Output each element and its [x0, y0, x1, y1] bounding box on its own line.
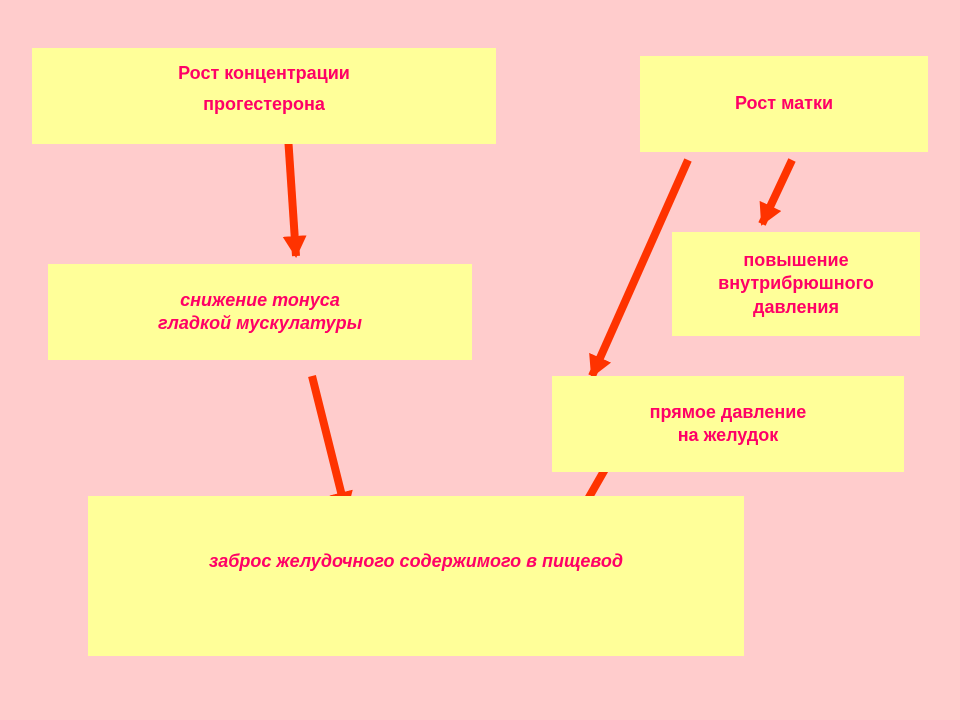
abdominal-pressure-box: повышение внутрибрюшного давления: [672, 232, 920, 336]
smooth-muscle-label: снижение тонуса гладкой мускулатуры: [158, 289, 362, 333]
reflux-label: заброс желудочного содержимого в пищевод: [209, 551, 623, 571]
reflux-box: заброс желудочного содержимого в пищевод: [88, 496, 744, 656]
arrow-uterus-to-direct-pressure: [588, 158, 692, 378]
direct-pressure-label: прямое давление на желудок: [649, 401, 807, 445]
progesterone-label: Рост концентрации прогестерона: [178, 63, 350, 114]
direct-pressure-box: прямое давление на желудок: [552, 376, 904, 472]
arrow-uterus-to-abdominal-pressure: [758, 158, 796, 226]
uterus-growth-box: Рост матки: [640, 56, 928, 152]
progesterone-box: Рост концентрации прогестерона: [32, 48, 496, 144]
arrow-smooth-muscle-to-reflux: [308, 375, 353, 514]
arrow-progesterone-to-smooth-muscle: [282, 135, 307, 258]
abdominal-pressure-label: повышение внутрибрюшного давления: [718, 249, 874, 317]
uterus-growth-label: Рост матки: [734, 93, 834, 114]
smooth-muscle-box: снижение тонуса гладкой мускулатуры: [48, 264, 472, 360]
